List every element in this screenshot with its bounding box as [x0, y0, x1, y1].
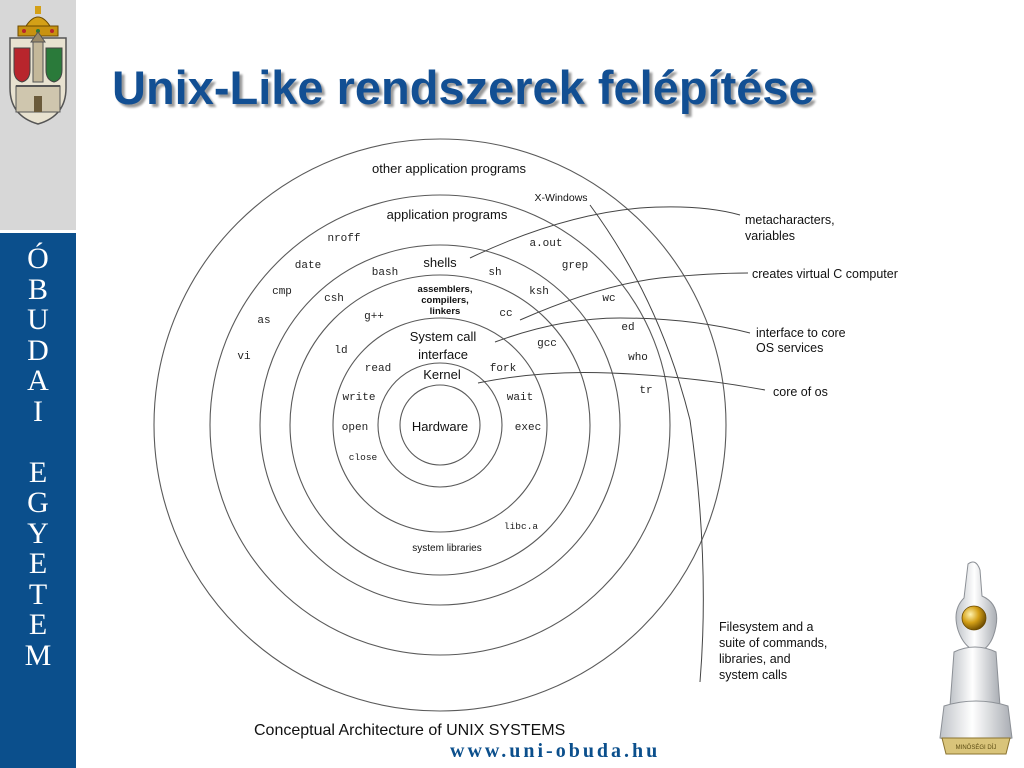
item-wait: wait: [507, 392, 533, 404]
item-cmp: cmp: [272, 286, 292, 298]
item-ed: ed: [621, 322, 634, 334]
annotation-os-services: OS services: [756, 341, 823, 355]
item-open: open: [342, 422, 368, 434]
label-system-call: System call: [410, 329, 477, 344]
item-ld: ld: [334, 345, 347, 357]
item-sh: sh: [488, 267, 501, 279]
website-url: www.uni-obuda.hu: [450, 740, 661, 762]
label-kernel: Kernel: [423, 367, 461, 382]
item-read: read: [365, 363, 391, 375]
item-csh: csh: [324, 293, 344, 305]
item-libc: libc.a: [504, 521, 539, 532]
item-who: who: [628, 352, 648, 364]
page-title: Unix-Like rendszerek felépítése: [112, 61, 815, 114]
item-vi: vi: [237, 351, 251, 363]
label-compilers: compilers,: [421, 295, 469, 306]
annotation-filesystem-2: suite of commands,: [719, 636, 827, 650]
label-other-application-programs: other application programs: [372, 161, 526, 176]
logo-area: [0, 0, 76, 233]
annotation-interface-core: interface to core: [756, 326, 846, 340]
item-exec: exec: [515, 422, 541, 434]
item-cc: cc: [499, 308, 512, 320]
label-assemblers: assemblers,: [418, 284, 473, 295]
leader-metacharacters: [469, 206, 741, 259]
leader-core-os: [477, 371, 766, 391]
item-as: as: [257, 315, 270, 327]
annotation-core-os: core of os: [773, 385, 828, 399]
university-name-vertical: Ó B U D A I E G Y E T E M: [24, 242, 52, 672]
diagram-caption: Conceptual Architecture of UNIX SYSTEMS: [254, 722, 565, 739]
annotation-variables: variables: [745, 229, 795, 243]
item-date: date: [295, 260, 321, 272]
item-grep: grep: [562, 260, 588, 272]
label-application-programs: application programs: [387, 207, 508, 222]
item-a-out: a.out: [529, 238, 562, 250]
item-fork: fork: [490, 363, 517, 375]
ring-other-application-programs: [153, 138, 727, 712]
item-close: close: [349, 452, 378, 463]
university-crest-icon: [9, 6, 67, 125]
label-interface: interface: [418, 347, 468, 362]
item-x-windows: X-Windows: [534, 192, 587, 204]
ring-compilers: [289, 274, 591, 576]
award-statue-icon: MINŐSÉGI DÍJ: [939, 561, 1013, 755]
leader-virtual-c: [519, 272, 749, 321]
ring-shells: [259, 244, 621, 606]
ring-kernel: [377, 362, 503, 488]
ring-system-call-interface: [332, 317, 548, 533]
annotation-filesystem-1: Filesystem and a: [719, 620, 814, 634]
annotation-metacharacters: metacharacters,: [745, 213, 835, 227]
label-shells: shells: [423, 255, 457, 270]
label-system-libraries: system libraries: [412, 543, 481, 554]
annotation-filesystem-3: libraries, and: [719, 652, 791, 666]
label-hardware: Hardware: [412, 419, 468, 434]
leader-interface-core: [494, 317, 751, 343]
label-linkers: linkers: [430, 306, 461, 317]
annotation-virtual-c: creates virtual C computer: [752, 267, 898, 281]
item-ksh: ksh: [529, 286, 549, 298]
annotation-filesystem-4: system calls: [719, 668, 787, 682]
item-gcc: gcc: [537, 338, 557, 350]
award-plaque-text: MINŐSÉGI DÍJ: [956, 744, 997, 751]
sidebar: Ó B U D A I E G Y E T E M: [0, 0, 76, 768]
item-wc: wc: [602, 293, 615, 305]
ring-application-programs: [209, 194, 671, 656]
item-tr: tr: [639, 385, 652, 397]
item-gpp: g++: [364, 311, 384, 323]
item-nroff: nroff: [327, 233, 360, 245]
leader-filesystem: [589, 204, 704, 683]
item-bash: bash: [372, 267, 398, 279]
ring-hardware: [399, 384, 481, 466]
item-write: write: [342, 392, 375, 404]
